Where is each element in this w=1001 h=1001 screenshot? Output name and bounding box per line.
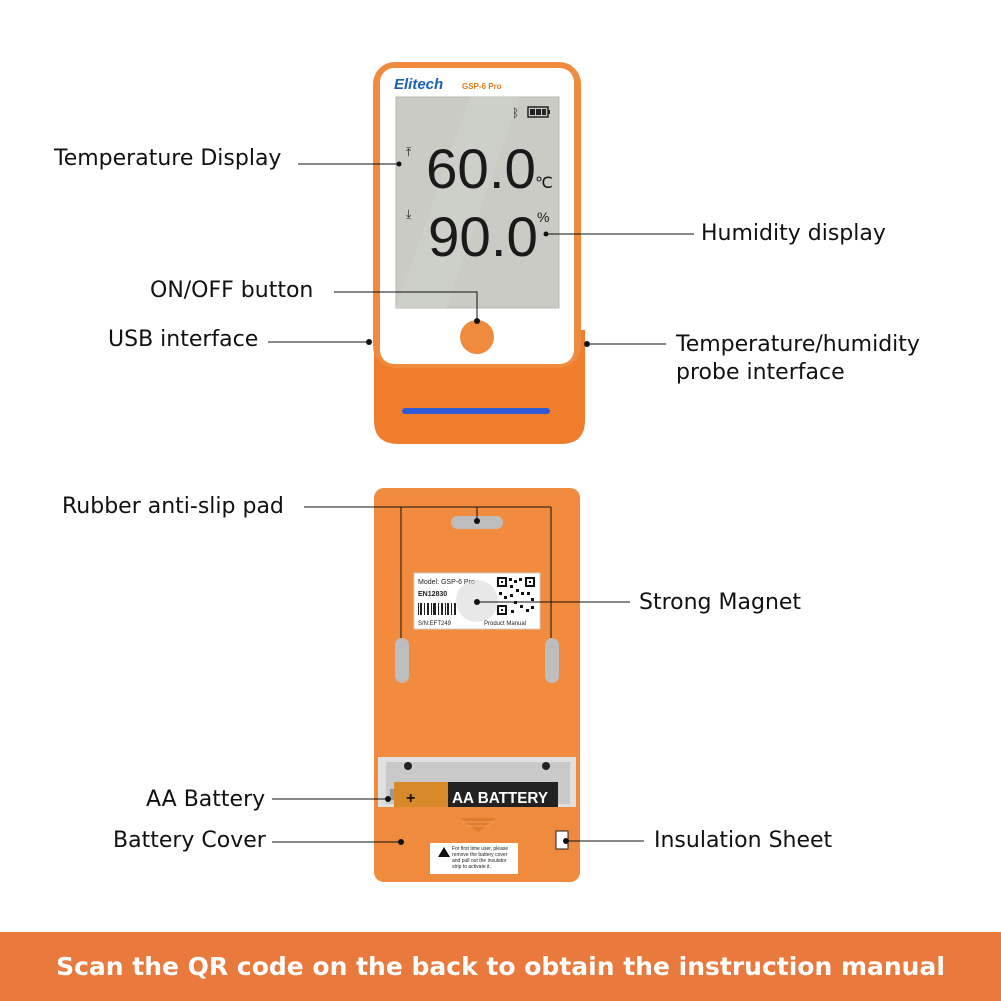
aa-battery: + AA BATTERY (390, 782, 558, 807)
label-on-off-button: ON/OFF button (150, 278, 314, 303)
screw-right (542, 762, 550, 770)
label-battery-cover: Battery Cover (113, 828, 266, 853)
battery-plus-sign: + (406, 790, 415, 807)
label-insulation-sheet: Insulation Sheet (654, 828, 833, 853)
humidity-value: 90.0 (428, 205, 538, 268)
humidity-unit: % (537, 209, 549, 225)
label-standard: EN12830 (418, 591, 447, 598)
rubber-pad-right (545, 638, 559, 683)
back-device: Model: GSP-6 Pro EN12830 S/N:EFT249 Prod… (374, 488, 580, 882)
screw-left (404, 762, 412, 770)
callout-lines (268, 163, 694, 843)
label-strong-magnet: Strong Magnet (639, 590, 802, 615)
notice-line-4: strip to activate it. (452, 864, 491, 870)
temperature-unit: ℃ (535, 175, 553, 192)
temperature-value: 60.0 (426, 137, 536, 200)
label-probe-interface-line2: probe interface (676, 360, 845, 385)
banner-text: Scan the QR code on the back to obtain t… (56, 952, 945, 981)
label-temperature-display: Temperature Display (54, 146, 282, 171)
cover-arrow-icon (460, 818, 496, 832)
bluetooth-icon: ᛒ (512, 106, 519, 120)
battery-level-icon (527, 106, 550, 118)
brand-logo: Elitech (394, 76, 443, 93)
barcode (418, 603, 456, 615)
label-model: Model: GSP-6 Pro (418, 579, 475, 586)
temperature-up-icon: ⤒ (406, 145, 412, 159)
notice-line-3: and pull out the insulator (452, 858, 507, 864)
model-name: GSP-6 Pro (462, 82, 502, 91)
rubber-pad-left (395, 638, 409, 683)
cover-notice: For first time user, please remove the b… (430, 843, 518, 874)
notice-line-2: remove the battery cover (452, 852, 508, 858)
humidity-down-icon: ⤓ (406, 207, 412, 221)
battery-text: AA BATTERY (452, 790, 548, 807)
front-device: Elitech GSP-6 Pro ᛒ ⤒ ⤓ 60.0 ℃ 90.0 % (373, 62, 585, 444)
qr-code[interactable] (497, 577, 535, 615)
callout-dots (366, 161, 590, 845)
on-off-button[interactable] (460, 320, 494, 354)
bottom-banner: Scan the QR code on the back to obtain t… (0, 932, 1001, 1001)
label-serial: S/N:EFT249 (418, 621, 452, 627)
warning-icon (438, 847, 450, 857)
back-info-label: Model: GSP-6 Pro EN12830 S/N:EFT249 Prod… (413, 572, 541, 630)
label-humidity-display: Humidity display (701, 221, 886, 246)
notice-line-1: For first time user, please (452, 846, 508, 852)
label-usb-interface: USB interface (108, 327, 259, 352)
label-aa-battery: AA Battery (146, 787, 266, 812)
label-manual: Product Manual (484, 621, 526, 627)
label-rubber-pad: Rubber anti-slip pad (62, 494, 284, 519)
lcd-glare (396, 97, 520, 308)
blue-light-strip (402, 408, 550, 414)
label-probe-interface-line1: Temperature/humidity (676, 332, 920, 357)
